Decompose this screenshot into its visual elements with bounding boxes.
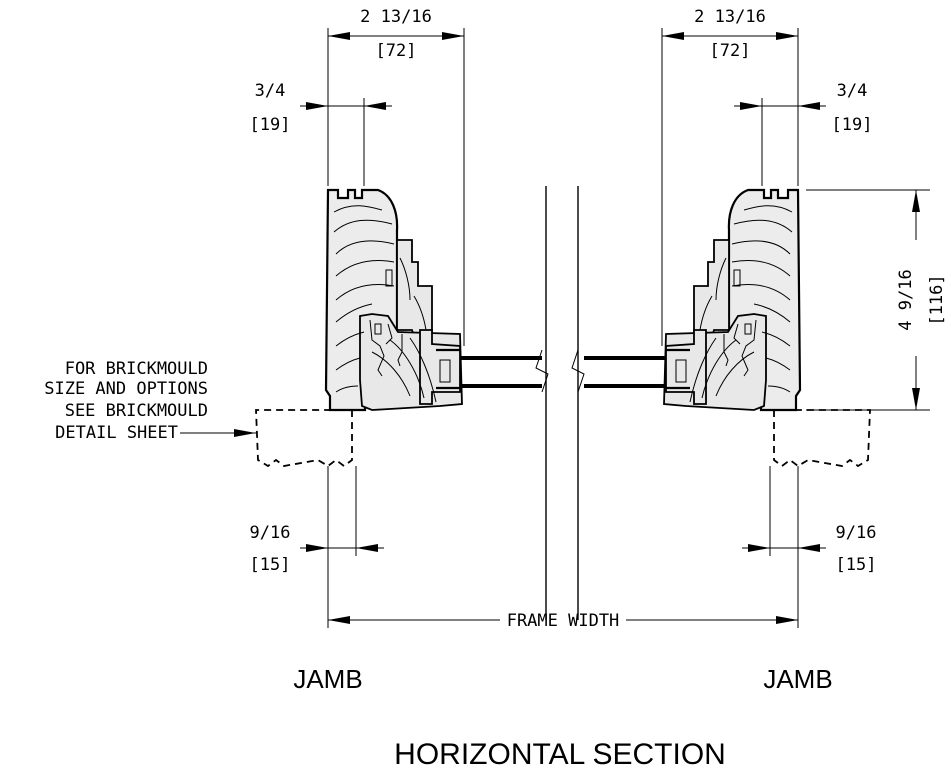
dim-height-imperial: 4 9/16	[896, 269, 916, 330]
extension-lines	[327, 28, 930, 628]
left-brickmould	[255, 409, 353, 468]
left-jamb-profile	[324, 188, 544, 412]
dim-height-metric: [116]	[927, 274, 947, 325]
dim-sub-left-metric: [19]	[250, 115, 291, 135]
dim-top-right-imperial: 2 13/16	[694, 7, 766, 27]
callout-line-4: DETAIL SHEET	[55, 423, 178, 443]
callout-line-1: FOR BRICKMOULD	[65, 359, 208, 379]
frame-width-label: FRAME WIDTH	[507, 611, 620, 631]
dim-sub-right-imperial: 3/4	[837, 81, 868, 101]
dim-top-left-metric: [72]	[376, 41, 417, 61]
label-jamb-left: JAMB	[293, 664, 362, 694]
dim-bottom-left-metric: [15]	[250, 555, 291, 575]
dim-bottom-left-imperial: 9/16	[250, 523, 291, 543]
dim-sub-right-metric: [19]	[832, 115, 873, 135]
callout-line-3: SEE BRICKMOULD	[65, 401, 208, 421]
right-jamb-profile	[582, 188, 802, 412]
dim-bottom-right-metric: [15]	[836, 555, 877, 575]
dim-top-right-metric: [72]	[710, 41, 751, 61]
callout-line-2: SIZE AND OPTIONS	[44, 379, 208, 399]
drawing-title: HORIZONTAL SECTION	[394, 738, 726, 770]
right-brickmould	[773, 409, 871, 468]
dim-bottom-right-imperial: 9/16	[836, 523, 877, 543]
label-jamb-right: JAMB	[763, 664, 832, 694]
left-break-mark	[535, 349, 549, 393]
dim-sub-left-imperial: 3/4	[255, 81, 286, 101]
dim-top-left-imperial: 2 13/16	[360, 7, 432, 27]
dimension-lines	[180, 32, 920, 624]
